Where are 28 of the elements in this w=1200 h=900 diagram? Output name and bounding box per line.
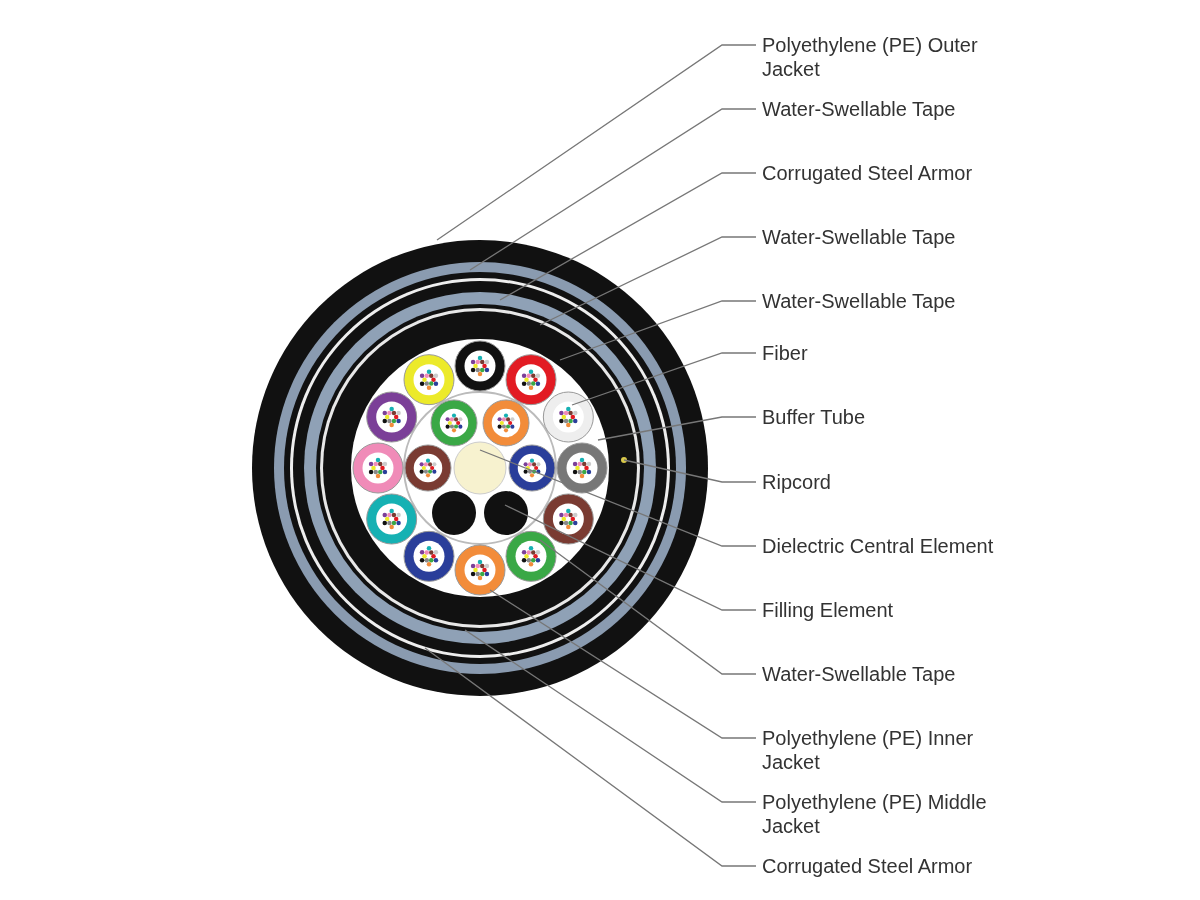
part-label: Corrugated Steel Armor	[762, 854, 1022, 878]
part-label: Buffer Tube	[762, 405, 1022, 429]
leader-line	[489, 589, 757, 739]
leader-line	[499, 172, 757, 301]
leader-line	[559, 300, 757, 361]
part-label: Polyethylene (PE) Middle Jacket	[762, 790, 1022, 838]
part-label: Corrugated Steel Armor	[762, 161, 1022, 185]
part-label: Filling Element	[762, 598, 1022, 622]
part-label: Water-Swellable Tape	[762, 225, 1022, 249]
part-label: Ripcord	[762, 470, 1022, 494]
leader-line	[597, 416, 757, 441]
part-label: Water-Swellable Tape	[762, 662, 1022, 686]
leader-line	[623, 459, 757, 483]
leader-line	[464, 629, 757, 803]
leader-line	[571, 352, 757, 406]
leader-line	[469, 108, 757, 271]
part-label: Dielectric Central Element	[762, 534, 1022, 558]
part-label: Water-Swellable Tape	[762, 97, 1022, 121]
leader-line	[539, 236, 757, 326]
part-label: Water-Swellable Tape	[762, 289, 1022, 313]
leader-line	[504, 504, 757, 611]
leader-line	[479, 449, 757, 547]
leader-line	[424, 647, 757, 867]
part-label: Polyethylene (PE) Inner Jacket	[762, 726, 1022, 774]
part-label: Fiber	[762, 341, 1022, 365]
leader-line	[539, 539, 757, 675]
part-label: Polyethylene (PE) Outer Jacket	[762, 33, 1022, 81]
leader-line	[436, 44, 757, 241]
